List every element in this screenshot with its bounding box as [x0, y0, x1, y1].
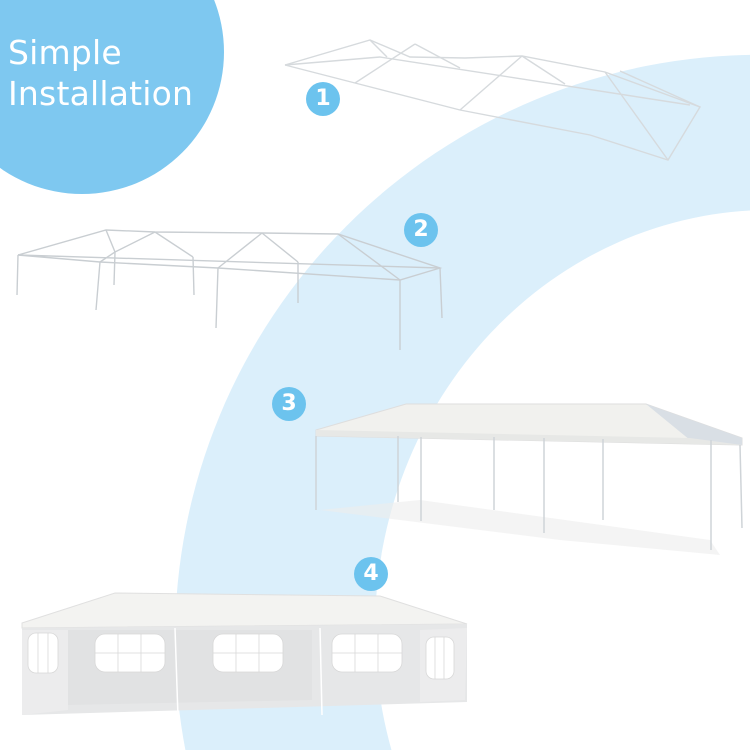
step1-roof-frame: [284, 39, 702, 161]
step3-canopy: [315, 403, 743, 555]
title-disc: [0, 0, 224, 194]
window-group-right-end: [425, 636, 455, 680]
step4-tent-with-sidewalls: [21, 592, 468, 718]
window-group-2: [212, 633, 284, 673]
window-group-left-end: [27, 632, 59, 674]
window-group-1: [94, 633, 166, 673]
window-group-3: [331, 633, 403, 673]
step-3-badge: 3: [272, 387, 306, 421]
step2-frame-with-legs: [16, 229, 443, 350]
step-1-badge: 1: [306, 82, 340, 116]
step-4-badge: 4: [354, 557, 388, 591]
step-2-badge: 2: [404, 213, 438, 247]
arc-band: [175, 55, 750, 750]
title-line-2: Installation: [8, 74, 194, 113]
title-line-1: Simple: [8, 33, 122, 72]
page-title: Simple Installation: [8, 32, 193, 114]
